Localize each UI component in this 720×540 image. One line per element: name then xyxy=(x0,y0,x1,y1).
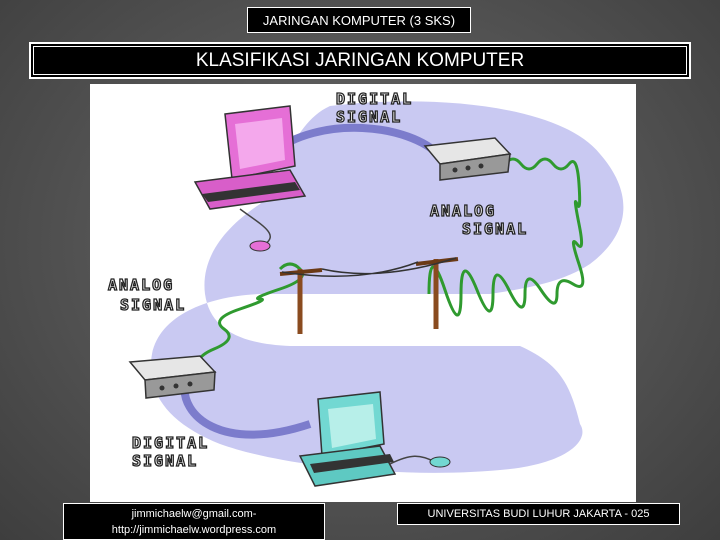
computer-top-icon xyxy=(193,105,307,252)
label-digital-bottom-2: SIGNAL xyxy=(132,452,198,470)
university-footer: UNIVERSITAS BUDI LUHUR JAKARTA - 025 xyxy=(397,503,680,525)
label-analog-right-2: SIGNAL xyxy=(462,220,528,238)
digital-cable-bottom xyxy=(180,383,312,439)
computer-bottom-icon xyxy=(298,391,451,487)
network-signal-illustration: DIGITAL SIGNAL ANALOG SIGNAL ANALOG SIGN… xyxy=(90,84,636,502)
modem-top-icon xyxy=(423,137,512,181)
slide-title-box: KLASIFIKASI JARINGAN KOMPUTER xyxy=(29,42,691,79)
label-analog-right-1: ANALOG xyxy=(430,202,496,220)
signal-loop-background xyxy=(150,101,624,473)
label-analog-left-2: SIGNAL xyxy=(120,296,186,314)
label-analog-left-1: ANALOG xyxy=(108,276,174,294)
label-digital-top-1: DIGITAL xyxy=(336,90,413,108)
analog-wave-right xyxy=(427,157,585,317)
telephone-poles xyxy=(279,257,459,334)
contact-footer: jimmichaelw@gmail.com- http://jimmichael… xyxy=(63,503,325,540)
slide-title: KLASIFIKASI JARINGAN KOMPUTER xyxy=(33,46,687,75)
label-digital-bottom-1: DIGITAL xyxy=(132,434,209,452)
contact-website: http://jimmichaelw.wordpress.com xyxy=(111,524,277,536)
contact-email: jimmichaelw@gmail.com- xyxy=(131,508,257,520)
course-label: JARINGAN KOMPUTER (3 SKS) xyxy=(247,7,471,33)
label-digital-top-2: SIGNAL xyxy=(336,108,402,126)
modem-bottom-icon xyxy=(128,355,217,399)
